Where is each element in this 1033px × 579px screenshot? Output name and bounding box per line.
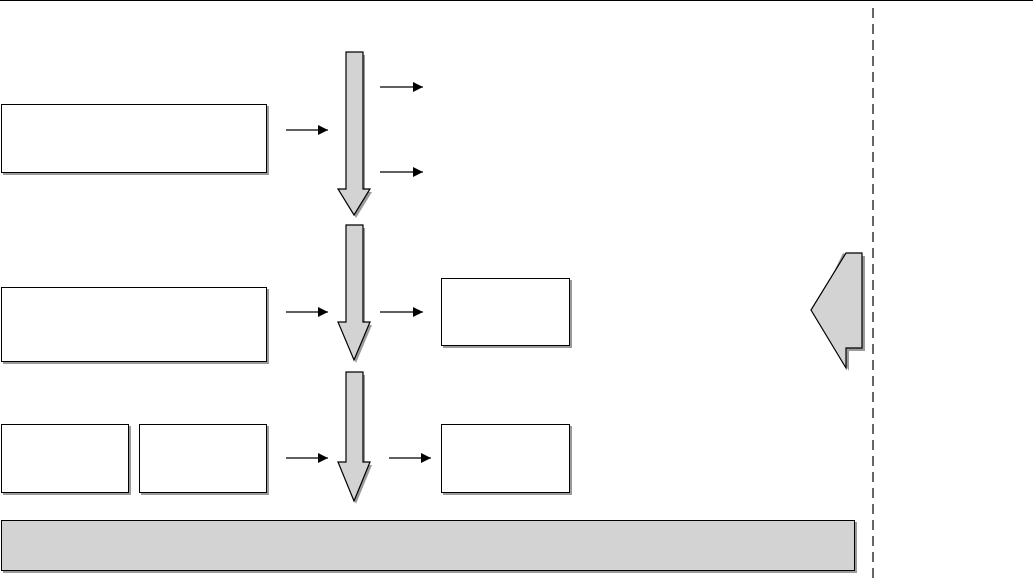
input-box-3a	[1, 424, 129, 493]
down-arrow-icon	[337, 371, 372, 504]
input-box-1	[1, 104, 267, 173]
top-border-line	[0, 0, 1033, 1]
input-box-2	[1, 287, 267, 362]
left-arrow-icon	[810, 252, 865, 371]
output-box-1	[441, 278, 570, 346]
down-arrow-icon	[337, 224, 372, 363]
output-box-2	[441, 424, 570, 493]
bottom-bar	[1, 520, 855, 571]
input-box-3b	[139, 424, 267, 493]
down-arrow-icon	[336, 51, 372, 218]
